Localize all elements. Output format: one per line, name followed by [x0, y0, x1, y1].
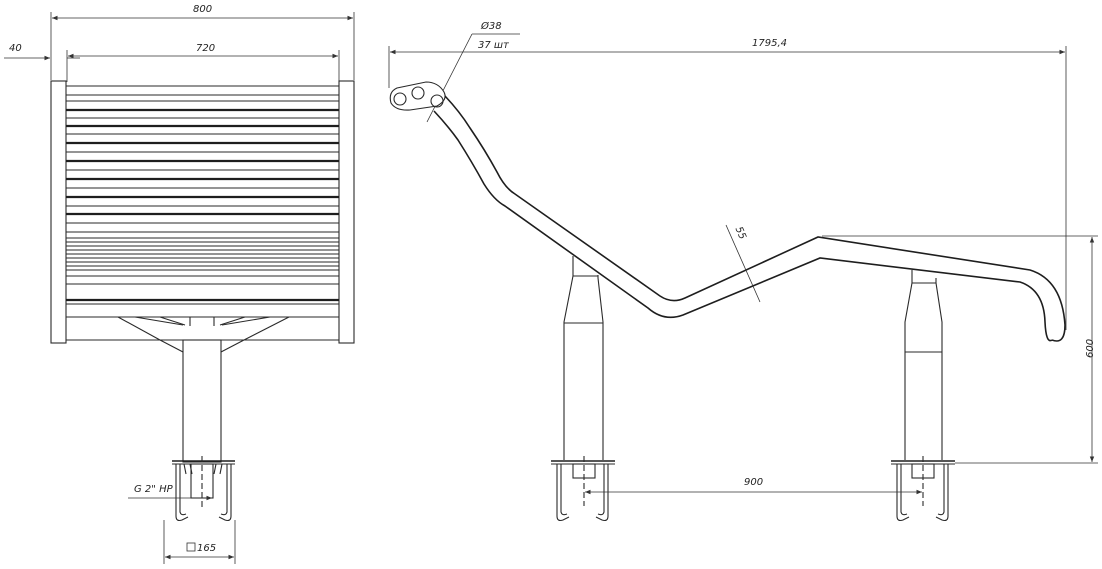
- dim-height: 600: [822, 235, 1098, 464]
- overall-width-label: 800: [193, 4, 212, 15]
- height-label: 600: [1085, 339, 1096, 358]
- post-section-label: 165: [197, 543, 216, 554]
- right-side-post: [338, 80, 355, 344]
- front-view: 800 720 40: [4, 4, 355, 564]
- dim-thread: G 2" НР: [128, 484, 212, 501]
- front-foundation: [172, 456, 235, 522]
- tube-offset-label: 55: [733, 225, 748, 241]
- dim-post-spacing: 900: [585, 477, 922, 495]
- post-offset-label: 40: [9, 43, 22, 54]
- seat-bracing: [117, 316, 290, 353]
- dim-overall-width: 800: [50, 4, 355, 80]
- dim-post-section: 165: [163, 520, 236, 564]
- tube-count-label: 37 шт: [478, 40, 510, 51]
- dim-tube-offset: 55: [725, 224, 761, 303]
- dim-tube-diameter: Ø38 37 шт: [426, 20, 520, 123]
- side-view: 1795,4 Ø38 37 шт 55: [388, 20, 1098, 522]
- left-leg: [551, 256, 615, 522]
- thread-label: G 2" НР: [134, 484, 174, 495]
- dim-post-offset: 40: [4, 43, 80, 61]
- head-bracket: [389, 81, 446, 111]
- square-section-icon: [186, 542, 196, 552]
- seat-slats: [66, 85, 339, 341]
- tube-diameter-label: Ø38: [480, 20, 502, 32]
- lounger-tube: [433, 95, 1066, 342]
- overall-length-label: 1795,4: [752, 38, 787, 49]
- post-spacing-label: 900: [744, 477, 763, 488]
- right-leg: [891, 270, 955, 522]
- dim-seat-width: 720: [66, 43, 340, 82]
- front-post: [182, 339, 222, 463]
- dim-overall-length: 1795,4: [388, 38, 1067, 330]
- left-side-post: [50, 80, 67, 344]
- seat-width-label: 720: [196, 43, 215, 54]
